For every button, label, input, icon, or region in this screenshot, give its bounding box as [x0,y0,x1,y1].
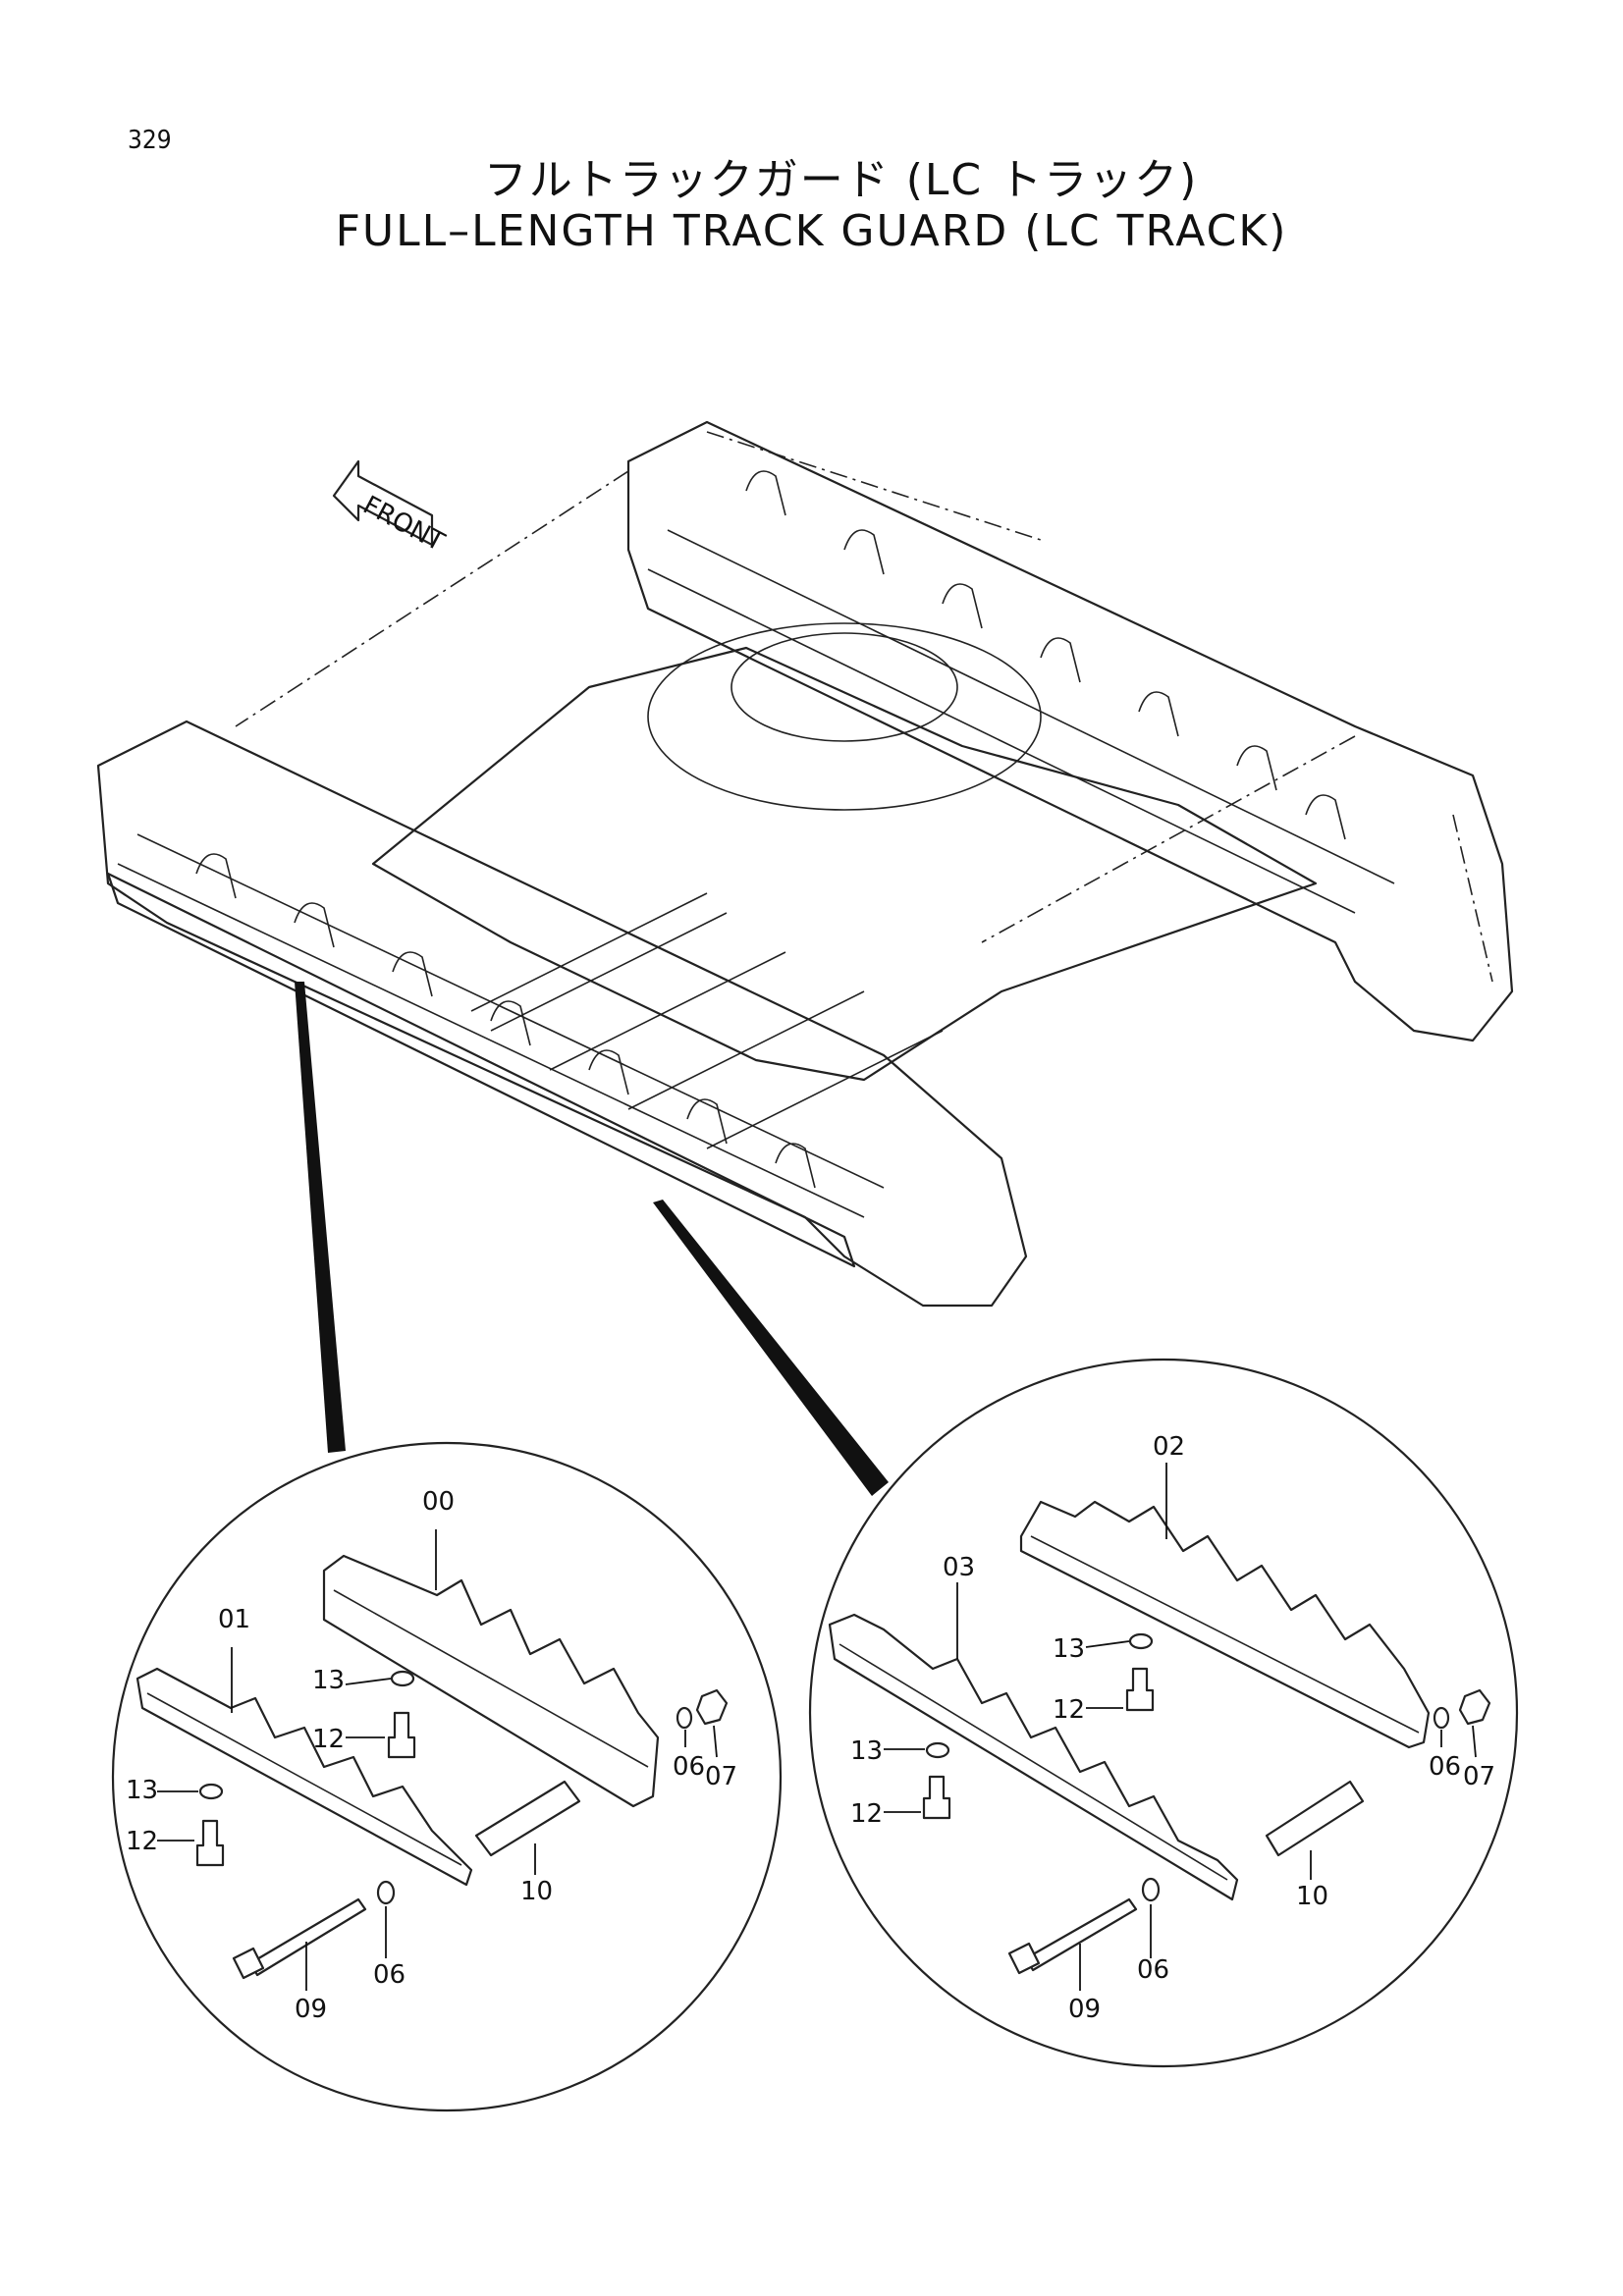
washer-06-upper-right [1433,1706,1450,1730]
callout-03: 03 [943,1553,975,1582]
leader-wedge-right [653,1200,889,1496]
callout-06-lower-left: 06 [373,1960,406,1990]
track-guard-lower-right [828,1613,1239,1901]
page-title: フルトラックガード (LC トラック) FULL–LENGTH TRACK GU… [0,155,1623,257]
callout-09-right: 09 [1068,1995,1101,2024]
bolt-12-lower-right [922,1775,951,1820]
callout-13-upper-left: 13 [312,1666,345,1695]
bolt-12-lower-left [195,1819,225,1867]
detail-circle-left: 00 01 13 12 13 12 10 09 06 06 07 [111,1441,783,2112]
leader-wedge-left [295,982,346,1453]
callout-10-right: 10 [1296,1882,1328,1911]
callout-06-lower-right: 06 [1137,1955,1169,1985]
callout-01: 01 [218,1605,250,1634]
washer-13-upper-right [1128,1632,1154,1650]
long-bolt-left [248,1897,367,1977]
washer-13-lower-left [198,1783,224,1800]
callout-10-left: 10 [520,1877,553,1906]
washer-13-upper-left [390,1670,415,1687]
title-english: FULL–LENGTH TRACK GUARD (LC TRACK) [335,206,1288,256]
callout-12-upper-right: 12 [1053,1695,1085,1725]
page-number: 329 [128,126,172,155]
pin-left [474,1780,581,1857]
callout-00: 00 [422,1487,455,1517]
callout-07-right: 07 [1463,1762,1495,1791]
undercarriage-overview [96,420,1514,1308]
callout-13-upper-right: 13 [1053,1634,1085,1664]
callout-09-left: 09 [295,1995,327,2024]
track-guard-lower-left [135,1667,473,1887]
washer-06-lower-right [1141,1877,1161,1902]
title-japanese: フルトラックガード (LC トラック) [483,155,1199,205]
washer-06-upper-left [676,1706,693,1730]
callout-12-lower-right: 12 [850,1799,883,1829]
bolt-12-upper-left [387,1711,416,1759]
nut-07-right [1458,1688,1491,1726]
callout-02: 02 [1153,1432,1185,1462]
callout-13-lower-left: 13 [126,1776,158,1805]
callout-06-upper-left: 06 [673,1752,705,1782]
bolt-12-upper-right [1125,1667,1155,1712]
nut-07-left [695,1688,729,1726]
long-bolt-right [1024,1897,1138,1972]
washer-13-lower-right [925,1741,950,1759]
front-arrow-marker: FRONT [332,459,449,558]
callout-13-lower-right: 13 [850,1736,883,1766]
track-guard-upper-left [322,1554,660,1808]
callout-12-lower-left: 12 [126,1827,158,1856]
callout-07-left: 07 [705,1762,737,1791]
detail-circle-right: 02 03 13 12 13 12 10 09 06 06 07 [808,1358,1519,2068]
callout-06-upper-right: 06 [1429,1752,1461,1782]
pin-right [1265,1780,1365,1857]
washer-06-lower-left [376,1880,396,1905]
callout-12-upper-left: 12 [312,1725,345,1754]
